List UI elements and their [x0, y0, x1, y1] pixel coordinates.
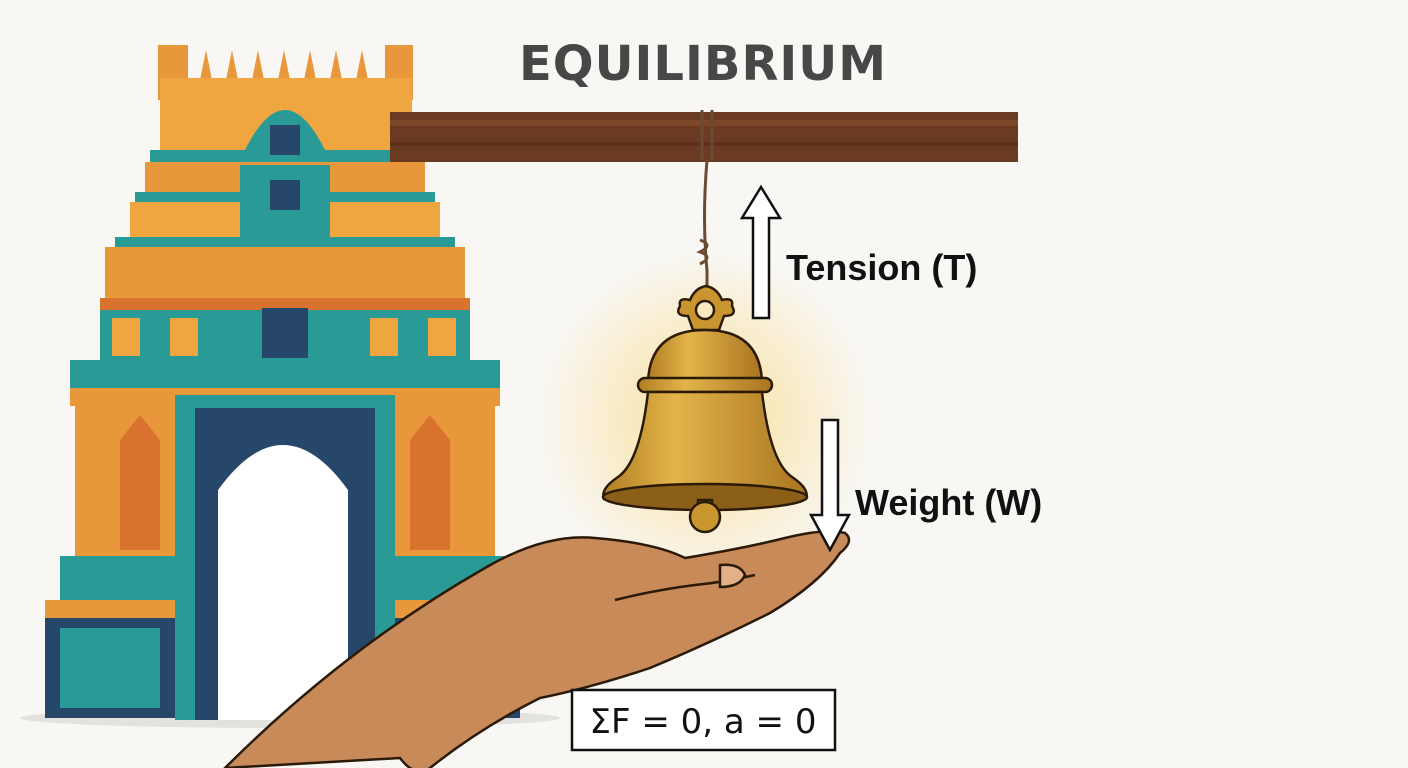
rope	[696, 110, 714, 300]
tension-arrow-icon	[739, 184, 783, 320]
equation: ΣF = 0, a = 0	[590, 702, 817, 742]
equation-box	[570, 688, 837, 752]
temple-gopuram	[20, 45, 560, 728]
bell	[601, 284, 809, 534]
wooden-beam	[390, 112, 1018, 162]
weight-label: Weight (W)	[855, 482, 1042, 523]
title: EQUILIBRIUM	[519, 36, 887, 92]
tension-label: Tension (T)	[786, 247, 977, 288]
weight-arrow-icon	[808, 418, 852, 553]
hand	[223, 530, 851, 768]
